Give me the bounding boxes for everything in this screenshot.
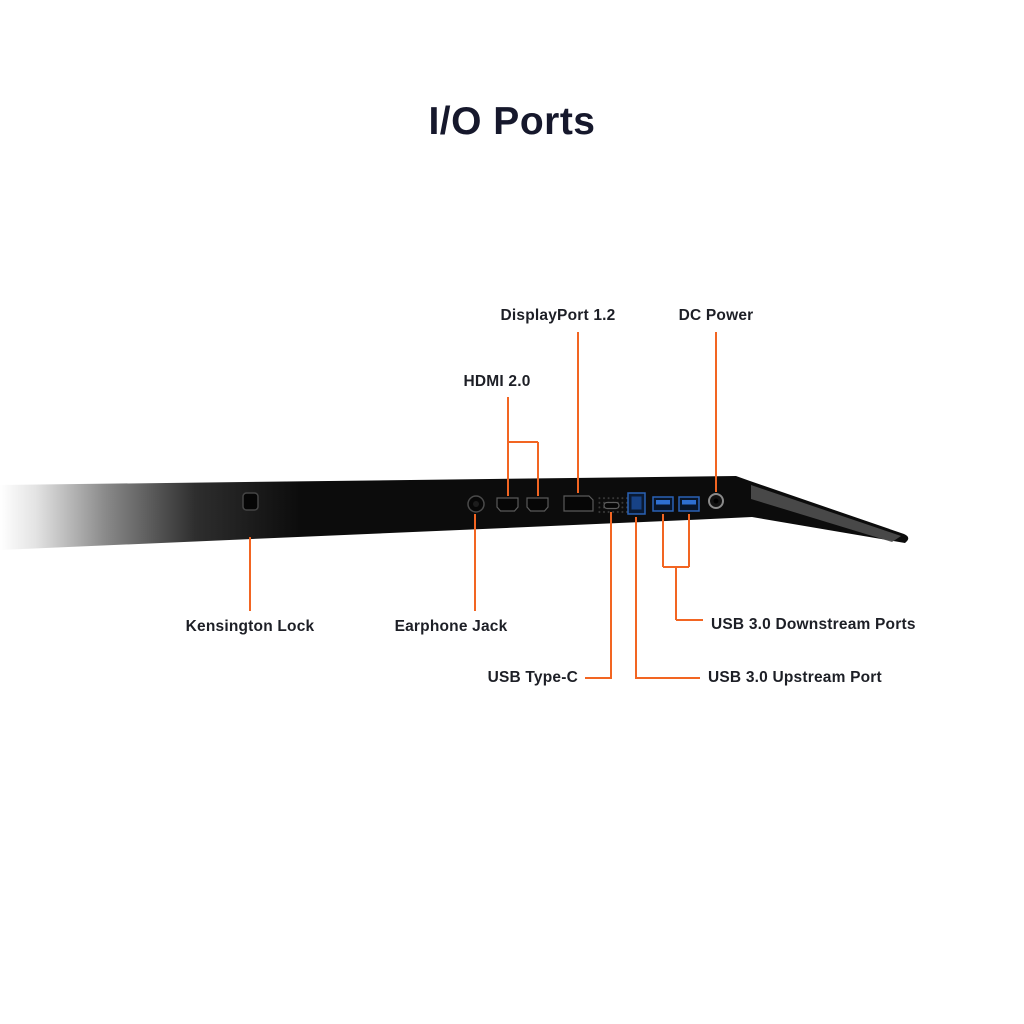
callout-label-dc-power: DC Power: [678, 307, 754, 324]
hdmi-port-1: [496, 497, 519, 512]
callout-label-kensington-lock: Kensington Lock: [185, 618, 315, 635]
callout-label-earphone-jack: Earphone Jack: [394, 618, 508, 635]
device-body: [0, 476, 909, 550]
callout-label-hdmi: HDMI 2.0: [463, 373, 531, 390]
usb-upstream-port-inner: [631, 496, 642, 510]
callout-line-hdmi: [507, 397, 539, 496]
page-title: I/O Ports: [428, 100, 596, 143]
usb-type-c-port: [603, 501, 620, 510]
stand-wedge-highlight: [751, 485, 901, 542]
displayport-port: [563, 495, 594, 512]
callout-line-usb-type-c: [585, 512, 612, 679]
dc-power-pin: [713, 498, 719, 504]
callout-label-displayport: DisplayPort 1.2: [500, 307, 616, 324]
callout-label-usb-upstream: USB 3.0 Upstream Port: [708, 669, 882, 686]
callout-label-usb-type-c: USB Type-C: [487, 669, 578, 686]
usb-downstream-port-1-tongue: [656, 500, 670, 505]
callout-line-usb-upstream: [635, 517, 700, 679]
earphone-jack-hole: [473, 501, 479, 507]
kensington-lock-port: [242, 492, 259, 511]
callout-line-usb-downstream: [662, 514, 703, 621]
usb-downstream-port-2-tongue: [682, 500, 696, 505]
callout-label-usb-downstream: USB 3.0 Downstream Ports: [711, 616, 916, 633]
hdmi-port-2: [526, 497, 549, 512]
